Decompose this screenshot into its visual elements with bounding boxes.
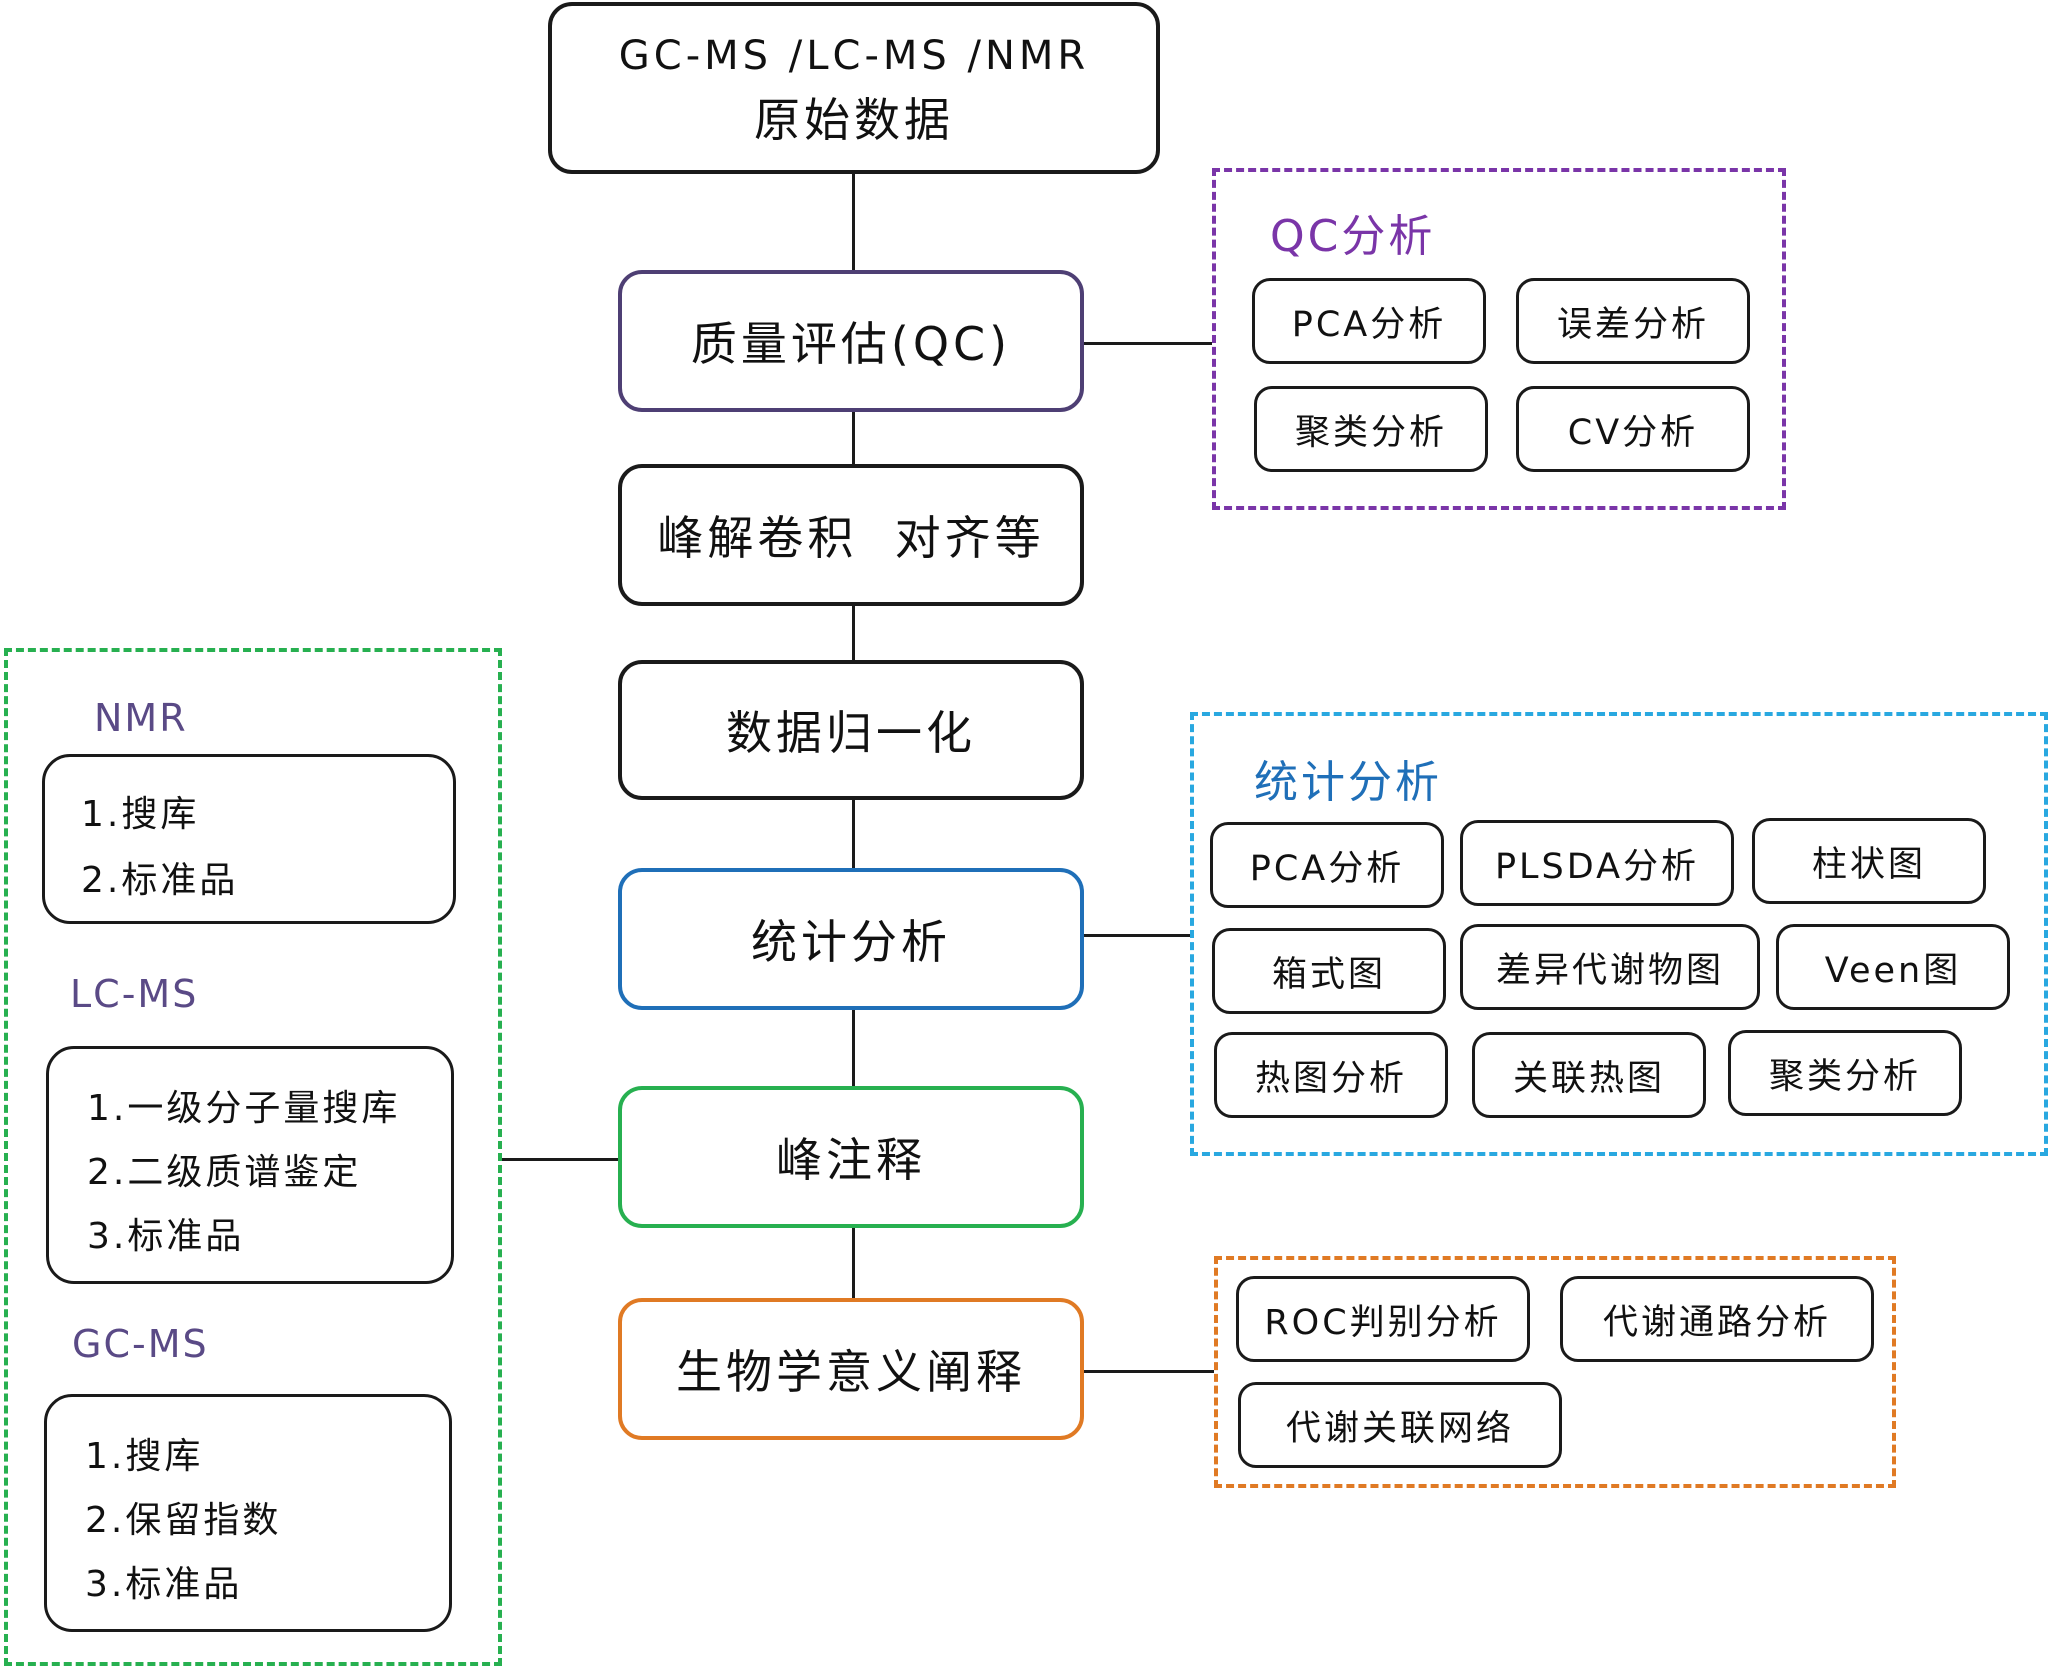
statistics-step-label: 统计分析 — [751, 915, 951, 969]
connector-qc-panel — [1084, 342, 1212, 345]
flow-connector-annotate-bio — [852, 1226, 855, 1300]
connector-annotation-panel — [502, 1158, 618, 1161]
nmr-method-2: 2.标准品 — [81, 860, 239, 901]
flow-connector-qc-deconv — [852, 410, 855, 466]
qc-item-pca: PCA分析 — [1252, 278, 1486, 364]
biology-step-label: 生物学意义阐释 — [676, 1345, 1026, 1399]
gcms-section-title: GC-MS — [72, 1322, 209, 1366]
normalization-step-label: 数据归一化 — [726, 706, 976, 760]
flow-connector-raw-qc — [852, 172, 855, 272]
statistics-panel — [1190, 712, 2048, 1156]
bio-item-pathway: 代谢通路分析 — [1560, 1276, 1874, 1362]
gcms-methods-box: 1.搜库 2.保留指数 3.标准品 — [44, 1394, 452, 1632]
flow-connector-normalize-stats — [852, 798, 855, 870]
annotation-step-label: 峰注释 — [776, 1133, 926, 1187]
annotation-step-box: 峰注释 — [618, 1086, 1084, 1228]
deconvolution-step-label: 峰解卷积 对齐等 — [657, 511, 1045, 565]
biology-panel — [1214, 1256, 1896, 1488]
qc-panel-title: QC分析 — [1270, 211, 1436, 262]
stats-item-venn: Veen图 — [1776, 924, 2010, 1010]
qc-step-box: 质量评估(QC) — [618, 270, 1084, 412]
biology-step-box: 生物学意义阐释 — [618, 1298, 1084, 1440]
lcms-method-1: 1.一级分子量搜库 — [87, 1088, 401, 1129]
qc-item-error: 误差分析 — [1516, 278, 1750, 364]
nmr-section-title: NMR — [94, 696, 188, 740]
stats-item-pca: PCA分析 — [1210, 822, 1444, 908]
lcms-section-title: LC-MS — [70, 972, 199, 1016]
qc-analysis-panel — [1212, 168, 1786, 510]
raw-data-label: 原始数据 — [754, 93, 954, 147]
connector-bio-panel — [1084, 1370, 1214, 1373]
stats-item-plsda: PLSDA分析 — [1460, 820, 1734, 906]
lcms-methods-box: 1.一级分子量搜库 2.二级质谱鉴定 3.标准品 — [46, 1046, 454, 1284]
connector-stats-panel — [1084, 934, 1190, 937]
gcms-method-2: 2.保留指数 — [85, 1500, 282, 1541]
lcms-method-3: 3.标准品 — [87, 1216, 245, 1257]
stats-item-box-plot: 箱式图 — [1212, 928, 1446, 1014]
qc-step-label: 质量评估(QC) — [690, 317, 1012, 371]
nmr-methods-box: 1.搜库 2.标准品 — [42, 754, 456, 924]
annotation-panel — [4, 648, 502, 1666]
flow-connector-deconv-normalize — [852, 604, 855, 662]
qc-item-cluster: 聚类分析 — [1254, 386, 1488, 472]
raw-data-box: GC-MS /LC-MS /NMR 原始数据 — [548, 2, 1160, 174]
normalization-step-box: 数据归一化 — [618, 660, 1084, 800]
statistics-step-box: 统计分析 — [618, 868, 1084, 1010]
statistics-panel-title: 统计分析 — [1254, 757, 1442, 808]
stats-item-correlation-heatmap: 关联热图 — [1472, 1032, 1706, 1118]
gcms-method-1: 1.搜库 — [85, 1436, 204, 1477]
nmr-method-1: 1.搜库 — [81, 794, 200, 835]
stats-item-heatmap: 热图分析 — [1214, 1032, 1448, 1118]
qc-item-cv: CV分析 — [1516, 386, 1750, 472]
stats-item-differential-metabolites: 差异代谢物图 — [1460, 924, 1760, 1010]
bio-item-network: 代谢关联网络 — [1238, 1382, 1562, 1468]
lcms-method-2: 2.二级质谱鉴定 — [87, 1152, 362, 1193]
stats-item-cluster: 聚类分析 — [1728, 1030, 1962, 1116]
gcms-method-3: 3.标准品 — [85, 1564, 243, 1605]
flow-connector-stats-annotate — [852, 1008, 855, 1088]
deconvolution-step-box: 峰解卷积 对齐等 — [618, 464, 1084, 606]
bio-item-roc: ROC判别分析 — [1236, 1276, 1530, 1362]
stats-item-bar-chart: 柱状图 — [1752, 818, 1986, 904]
raw-data-instruments: GC-MS /LC-MS /NMR — [618, 33, 1090, 79]
